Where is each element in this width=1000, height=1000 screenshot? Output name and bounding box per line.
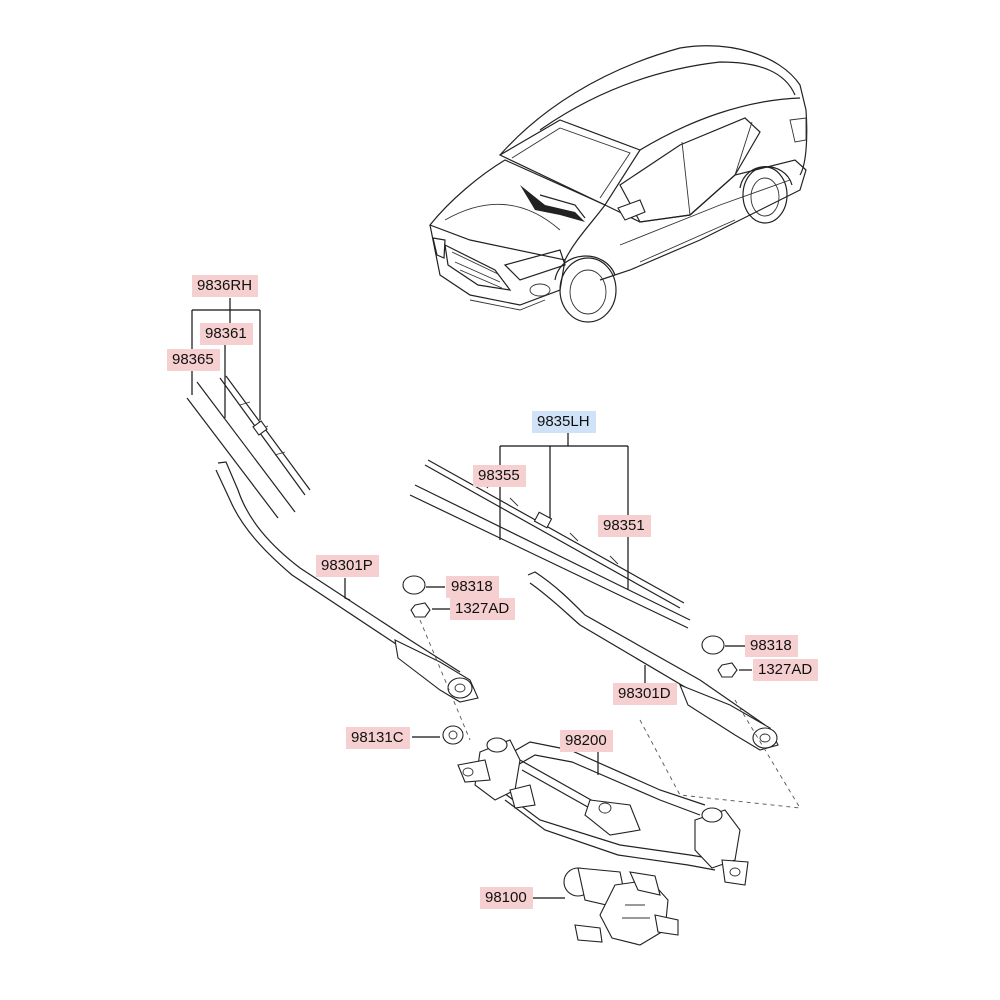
label-98131c[interactable]: 98131C — [346, 727, 410, 749]
lh-cap-and-nut — [701, 635, 752, 678]
label-1327ad-rh[interactable]: 1327AD — [450, 598, 516, 620]
rh-wiper-blade-group — [186, 298, 311, 519]
wiper-linkage — [457, 737, 749, 886]
label-98301d[interactable]: 98301D — [613, 683, 677, 705]
label-98365[interactable]: 98365 — [167, 349, 220, 371]
wiper-motor — [532, 867, 679, 946]
label-98355[interactable]: 98355 — [473, 465, 526, 487]
label-98361[interactable]: 98361 — [200, 323, 253, 345]
label-98301p[interactable]: 98301P — [316, 555, 379, 577]
car-illustration — [429, 45, 808, 323]
label-9836rh[interactable]: 9836RH — [192, 275, 259, 297]
label-98318-lh[interactable]: 98318 — [745, 635, 798, 657]
rh-wiper-arm — [215, 461, 479, 703]
bushing — [412, 725, 464, 745]
lh-wiper-blade-group — [409, 432, 691, 629]
label-9835lh[interactable]: 9835LH — [532, 411, 596, 433]
label-98200[interactable]: 98200 — [560, 730, 613, 752]
label-98100[interactable]: 98100 — [480, 887, 533, 909]
lh-wiper-arm — [527, 571, 801, 809]
label-98318-rh[interactable]: 98318 — [446, 576, 499, 598]
label-1327ad-lh[interactable]: 1327AD — [753, 659, 819, 681]
label-98351[interactable]: 98351 — [598, 515, 651, 537]
rh-cap-and-nut — [402, 575, 471, 741]
